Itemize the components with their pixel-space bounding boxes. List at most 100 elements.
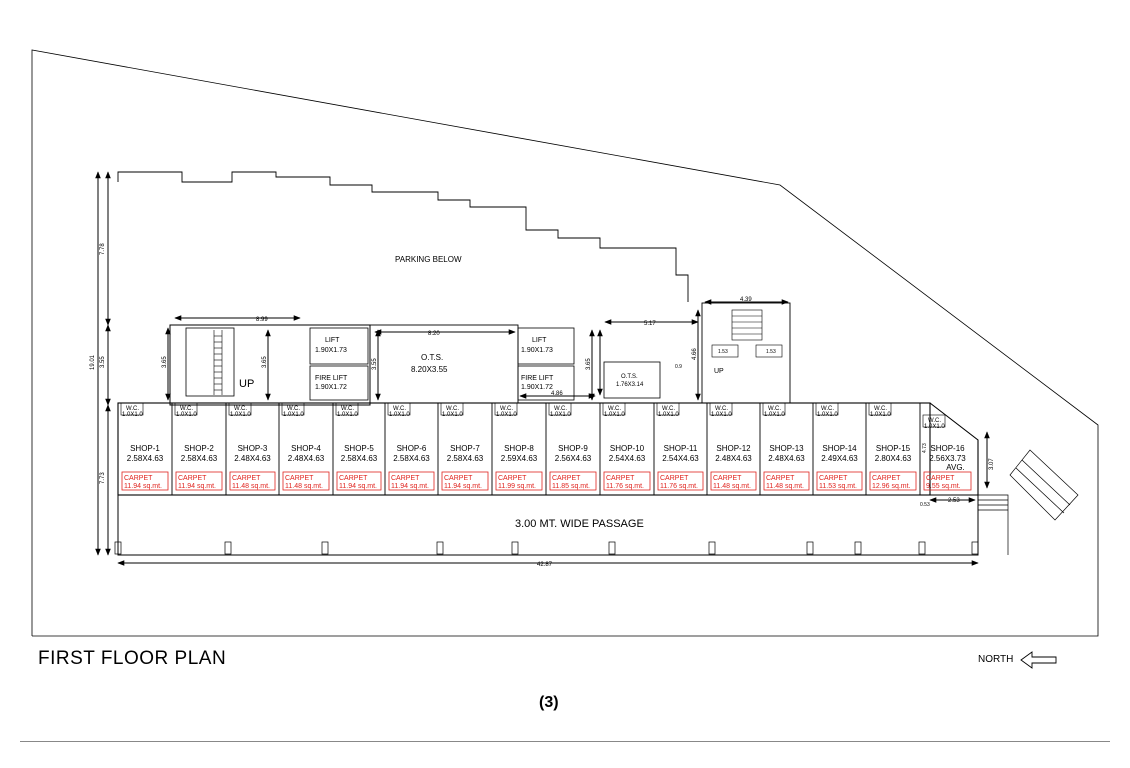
carpet-box [816,471,863,491]
carpet-box [175,471,223,491]
carpet-area: 11.94 sq.mt. [391,483,429,490]
wc-size: 1.0X1.0 [658,412,679,418]
wc-box [548,402,572,416]
dim-stair-width: 8.99 [256,317,268,323]
shop-name: SHOP-6 [397,444,427,453]
carpet-box [388,471,435,491]
carpet-label: CARPET [606,475,635,482]
site-boundary [31,49,1099,637]
north-label: NORTH [978,654,1014,665]
wc-box [228,402,252,416]
column-marker [971,541,979,555]
fire-lift2-label: FIRE LIFT [521,375,554,382]
shop-name: SHOP-10 [610,444,645,453]
column-marker [806,541,814,555]
wc-box [762,402,786,416]
wc-box [709,402,733,416]
carpet-area: 11.48 sq.mt. [766,483,804,490]
dim-right-depth: 3.07 [989,458,995,470]
dim-left-top: 7.78 [100,243,106,255]
wc-label: W.C. [393,406,406,412]
wc-label: W.C. [821,406,834,412]
shop-size: 2.58X4.63 [181,454,218,463]
carpet-label: CARPET [552,475,581,482]
shop-name: SHOP-13 [769,444,804,453]
column-marker [608,541,616,555]
stair-up-label: UP [239,378,254,390]
wc-label: W.C. [715,406,728,412]
dim-ramp-small: 0.53 [920,502,930,508]
wc-size: 1.0X1.0 [870,412,891,418]
parking-label: PARKING BELOW [395,255,462,264]
carpet-label: CARPET [713,475,742,482]
shop-size: 2.48X4.63 [288,454,325,463]
shop-note: AVG. [946,463,965,472]
shop-size: 2.49X4.63 [821,454,858,463]
carpet-box [710,471,757,491]
dim-left-total: 19.01 [90,354,96,370]
wc-box [335,402,359,416]
wc-size: 1.0X1.0 [176,412,197,418]
carpet-label: CARPET [339,475,368,482]
carpet-box [121,471,169,491]
wc-size: 1.0X1.0 [924,424,945,430]
wc-box [602,402,626,416]
wc-label: W.C. [768,406,781,412]
wc-label: W.C. [446,406,459,412]
dim-left-mid: 3.55 [100,356,106,368]
carpet-area: 11.94 sq.mt. [178,483,216,490]
wc-label: W.C. [234,406,247,412]
carpet-box [336,471,382,491]
wc-box [440,402,464,416]
carpet-box [495,471,543,491]
carpet-label: CARPET [819,475,848,482]
carpet-area: 11.76 sq.mt. [660,483,698,490]
shop-size: 2.80X4.63 [875,454,912,463]
wc-label: W.C. [500,406,513,412]
carpet-label: CARPET [124,475,153,482]
wc-box [120,402,144,416]
wc-label: W.C. [341,406,354,412]
dim-shop16-side: 4.73 [922,443,928,453]
shop-name: SHOP-14 [822,444,857,453]
carpet-area: 11.76 sq.mt. [606,483,644,490]
sheet-number: (3) [539,694,559,711]
wc-size: 1.0X1.0 [389,412,410,418]
dim-lift-depth: 3.65 [262,356,268,368]
carpet-box [603,471,651,491]
shop-size: 2.58X4.63 [393,454,430,463]
shop-name: SHOP-8 [504,444,534,453]
parking-outline [117,171,689,302]
dim-stair2-depth: 4.66 [692,348,698,360]
wc-size: 1.0X1.0 [230,412,251,418]
dim-stair2-b: 1.53 [766,349,776,355]
column-marker [854,541,862,555]
carpet-label: CARPET [285,475,314,482]
carpet-area: 9.55 sq.mt. [926,483,961,490]
fire-lift-label: FIRE LIFT [315,375,348,382]
carpet-area: 11.94 sq.mt. [339,483,377,490]
dim-stair2-a: 1.53 [718,349,728,355]
dim-ots2-bottom: 4.86 [551,391,563,397]
carpet-area: 11.85 sq.mt. [552,483,590,490]
wc-box [922,414,946,428]
dim-lift2-depth: 3.65 [586,358,592,370]
carpet-box [441,471,489,491]
shop-name: SHOP-7 [450,444,480,453]
carpet-label: CARPET [660,475,689,482]
wc-box [281,402,305,416]
carpet-label: CARPET [391,475,420,482]
columns-group [114,541,979,555]
carpet-area: 11.99 sq.mt. [498,483,536,490]
wc-label: W.C. [554,406,567,412]
carpet-label: CARPET [444,475,473,482]
wc-size: 1.0X1.0 [283,412,304,418]
lift-size: 1.90X1.73 [315,347,347,354]
passage-label: 3.00 MT. WIDE PASSAGE [515,518,644,530]
wc-label: W.C. [928,418,941,424]
wc-box [174,402,198,416]
shop-name: SHOP-11 [664,444,698,453]
shop-size: 2.59X4.63 [501,454,538,463]
column-marker [918,541,926,555]
wc-size: 1.0X1.0 [711,412,732,418]
